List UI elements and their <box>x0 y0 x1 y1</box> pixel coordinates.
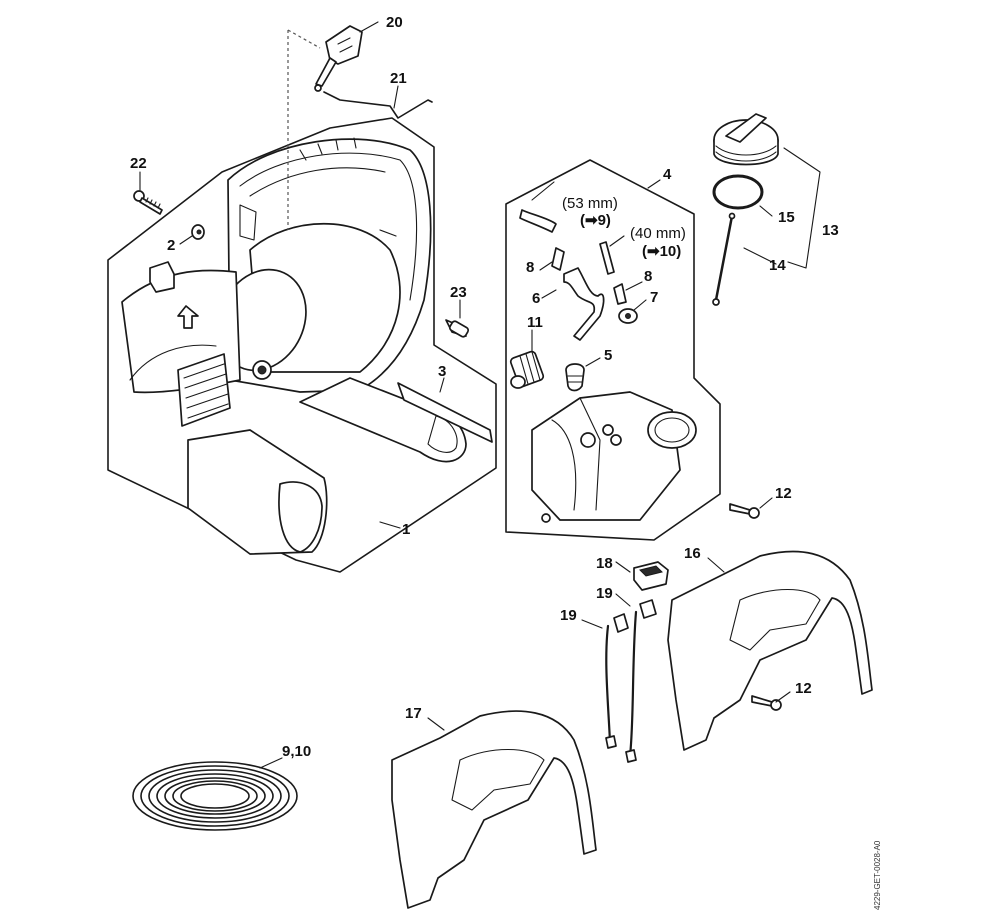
rocker-switch-part[interactable] <box>633 561 669 591</box>
hose-40mm-part[interactable] <box>599 241 615 275</box>
callout-6: 6 <box>532 290 540 307</box>
arrow-right-icon: ➡ <box>647 243 660 260</box>
callout-3: 3 <box>438 363 446 380</box>
switch-lead-part[interactable] <box>605 599 657 763</box>
fuel-hose-part[interactable] <box>563 267 605 341</box>
nozzle-insert-part[interactable] <box>397 382 493 443</box>
callout-7: 7 <box>650 289 658 306</box>
callout-9-10: 9,10 <box>282 743 311 760</box>
group-4-outline <box>505 159 721 541</box>
arrow-right-icon: ➡ <box>585 212 598 229</box>
svg-text:(➡10): (➡10) <box>642 243 681 260</box>
tank-vent-part[interactable] <box>565 363 585 392</box>
callout-23: 23 <box>450 284 467 301</box>
pin-part[interactable] <box>445 319 470 338</box>
retaining-strap-part[interactable] <box>712 212 736 306</box>
callout-20: 20 <box>386 14 403 31</box>
svg-text:(53 mm): (53 mm) <box>562 195 618 212</box>
callout-16: 16 <box>684 545 701 562</box>
callout-19a: 19 <box>560 607 577 624</box>
handle-shell-16-part[interactable] <box>667 550 873 751</box>
handle-shell-16-grip <box>729 588 821 651</box>
fuel-tank-part[interactable] <box>531 391 697 523</box>
callout-1: 1 <box>402 521 410 538</box>
callout-13: 13 <box>822 222 839 239</box>
callout-2: 2 <box>167 237 175 254</box>
grommet-part[interactable] <box>618 308 638 324</box>
callout-12a: 12 <box>775 485 792 502</box>
document-id: 4229-GET-0028-A0 <box>873 840 882 910</box>
group-1-outline <box>107 117 497 573</box>
callout-19b: 19 <box>596 585 613 602</box>
assembly-guide-line <box>287 29 321 230</box>
handle-shell-17-grip <box>451 748 545 811</box>
callout-8b: 8 <box>644 268 652 285</box>
callout-5: 5 <box>604 347 612 364</box>
callout-17: 17 <box>405 705 422 722</box>
callout-22: 22 <box>130 155 147 172</box>
hose-connector-part[interactable] <box>551 247 627 305</box>
bulk-fuel-hose-part[interactable] <box>132 761 298 831</box>
hose-53mm-part[interactable] <box>519 209 557 233</box>
callout-21: 21 <box>390 70 407 87</box>
callout-11: 11 <box>527 314 543 331</box>
svg-text:(40 mm): (40 mm) <box>630 225 686 242</box>
callout-15: 15 <box>778 209 795 226</box>
fuel-filter-part[interactable] <box>509 350 545 389</box>
cap-seal-ring-part[interactable] <box>712 174 764 210</box>
note-hose-40: (40 mm) (➡10) <box>630 225 686 260</box>
plug-part[interactable] <box>191 224 205 240</box>
callout-18: 18 <box>596 555 613 572</box>
screw-part-22[interactable] <box>133 190 163 215</box>
screw-part-12b[interactable] <box>751 695 782 711</box>
throttle-rod-part[interactable] <box>323 91 433 119</box>
throttle-trigger-part[interactable] <box>314 25 363 92</box>
callout-bracket-13 <box>783 147 821 269</box>
fuel-cap-part[interactable] <box>713 113 779 166</box>
callout-14: 14 <box>769 257 786 274</box>
callout-8a: 8 <box>526 259 534 276</box>
callout-12b: 12 <box>795 680 812 697</box>
housing-assembly-part[interactable] <box>121 137 467 555</box>
handle-shell-17-part[interactable] <box>391 710 597 909</box>
screw-part-12a[interactable] <box>729 503 760 519</box>
svg-text:(➡9): (➡9) <box>580 212 611 229</box>
callout-4: 4 <box>663 166 672 183</box>
note-hose-53: (53 mm) (➡9) <box>562 195 618 229</box>
leader-lines <box>139 21 791 769</box>
